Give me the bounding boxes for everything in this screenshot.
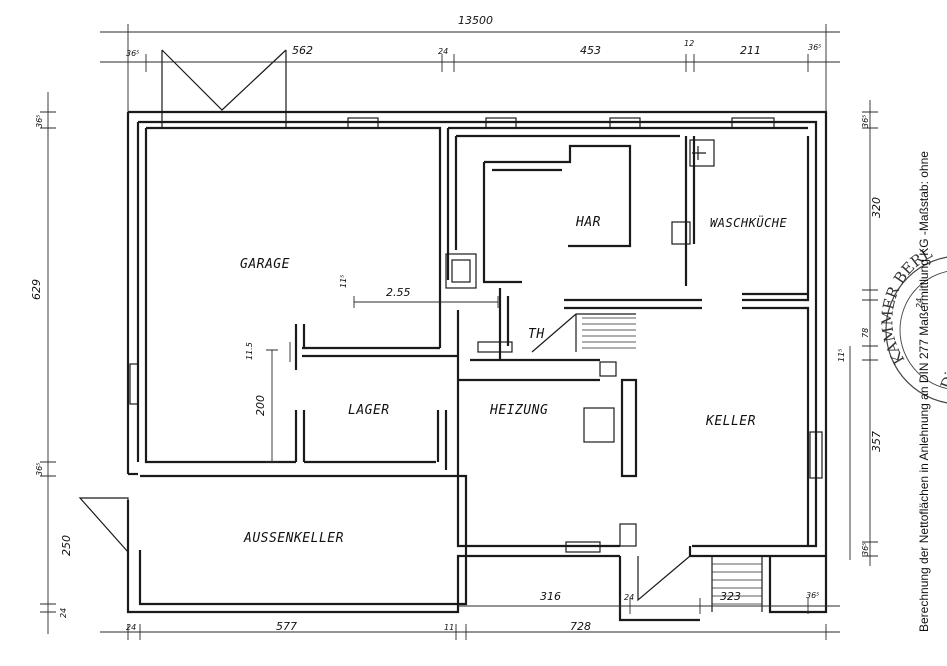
room-label-keller: KELLER (705, 414, 756, 429)
window (485, 117, 517, 129)
details (78, 49, 823, 612)
chimney (445, 253, 477, 289)
dim-left-bottom: 24 (59, 608, 68, 618)
window (565, 541, 601, 553)
dim-top-453: 453 (580, 44, 601, 57)
dim-bottom-316: 316 (540, 590, 561, 603)
heater (583, 407, 615, 443)
stamp-inner-text: Dipl.-Ing. (FH) (937, 281, 947, 391)
room-label-th: TH (528, 327, 545, 342)
column (619, 523, 637, 547)
dim-top-24: 24 (438, 47, 448, 56)
room-label-waschkueche: WASCHKÜCHE (710, 214, 788, 230)
room-label-lager: LAGER (348, 403, 390, 418)
dim-inner-115a: 11⁵ (339, 275, 348, 288)
dim-bottom-728: 728 (570, 620, 591, 633)
dim-top-right: 36⁵ (808, 43, 821, 52)
dim-right-24: 24 (915, 298, 924, 308)
dimension-lines (40, 24, 878, 640)
flue (671, 221, 691, 245)
window (731, 117, 775, 129)
exterior-stair (711, 556, 763, 612)
dim-left-mid: 36⁵ (35, 463, 44, 476)
room-label-heizung: HEIZUNG (489, 403, 548, 418)
room-label-aussenkeller: AUSSENKELLER (243, 531, 344, 546)
dim-right-320: 320 (870, 197, 883, 218)
column (599, 361, 617, 377)
stamp-seal: KAMMER BERL Dipl.-Ing. (FH) (878, 244, 947, 404)
dim-inner-115b: 11.5 (245, 342, 254, 360)
dim-top-211: 211 (740, 44, 761, 57)
side-note: Berechnung der Nettoflächen in Anlehnung… (917, 151, 931, 632)
dim-top-12: 12 (684, 39, 694, 48)
dim-left-top: 36⁵ (35, 115, 44, 128)
dim-left-total: 629 (30, 279, 43, 300)
dim-bottom-24b: 24 (624, 593, 634, 602)
inner-walls (144, 126, 810, 548)
interior-stair (531, 313, 636, 353)
dim-right-357: 357 (870, 431, 883, 452)
dim-bottom-11: 11 (444, 623, 454, 632)
chimney-inner (451, 259, 471, 283)
dim-overall-width: 13500 (458, 14, 493, 27)
window (129, 363, 139, 405)
room-label-garage: GARAGE (240, 257, 290, 272)
dim-right-78: 78 (861, 328, 870, 338)
dim-right-top: 36⁵ (861, 115, 870, 128)
sink-box (689, 139, 715, 167)
outer-walls (126, 110, 828, 622)
dim-inner-255: 2.55 (386, 286, 411, 299)
dim-bottom-323: 323 (720, 590, 741, 603)
dim-right-bottom: 36⁵ (861, 543, 870, 556)
dim-garage-door: 562 (292, 44, 313, 57)
dim-bottom-right: 36⁵ (806, 591, 819, 600)
dim-right-115: 11⁵ (837, 349, 846, 362)
entrance-door-swing (637, 555, 691, 602)
dim-inner-200: 200 (254, 395, 267, 416)
room-labels: GARAGE HAR WASCHKÜCHE TH LAGER HEIZUNG K… (240, 214, 788, 546)
garage-door-swing (161, 49, 287, 128)
dim-bottom-577: 577 (276, 620, 297, 633)
dim-top-left: 36⁵ (126, 49, 139, 58)
dim-bottom-24: 24 (126, 623, 136, 632)
window (347, 117, 379, 129)
dim-left-250: 250 (60, 535, 73, 556)
window (809, 431, 823, 479)
room-label-har: HAR (575, 215, 601, 230)
aussenkeller-door (78, 497, 129, 554)
th-tank (477, 341, 513, 353)
dimension-text: 13500 36⁵ 562 24 453 12 211 36⁵ 629 36⁵ … (30, 14, 924, 633)
window (609, 117, 641, 129)
